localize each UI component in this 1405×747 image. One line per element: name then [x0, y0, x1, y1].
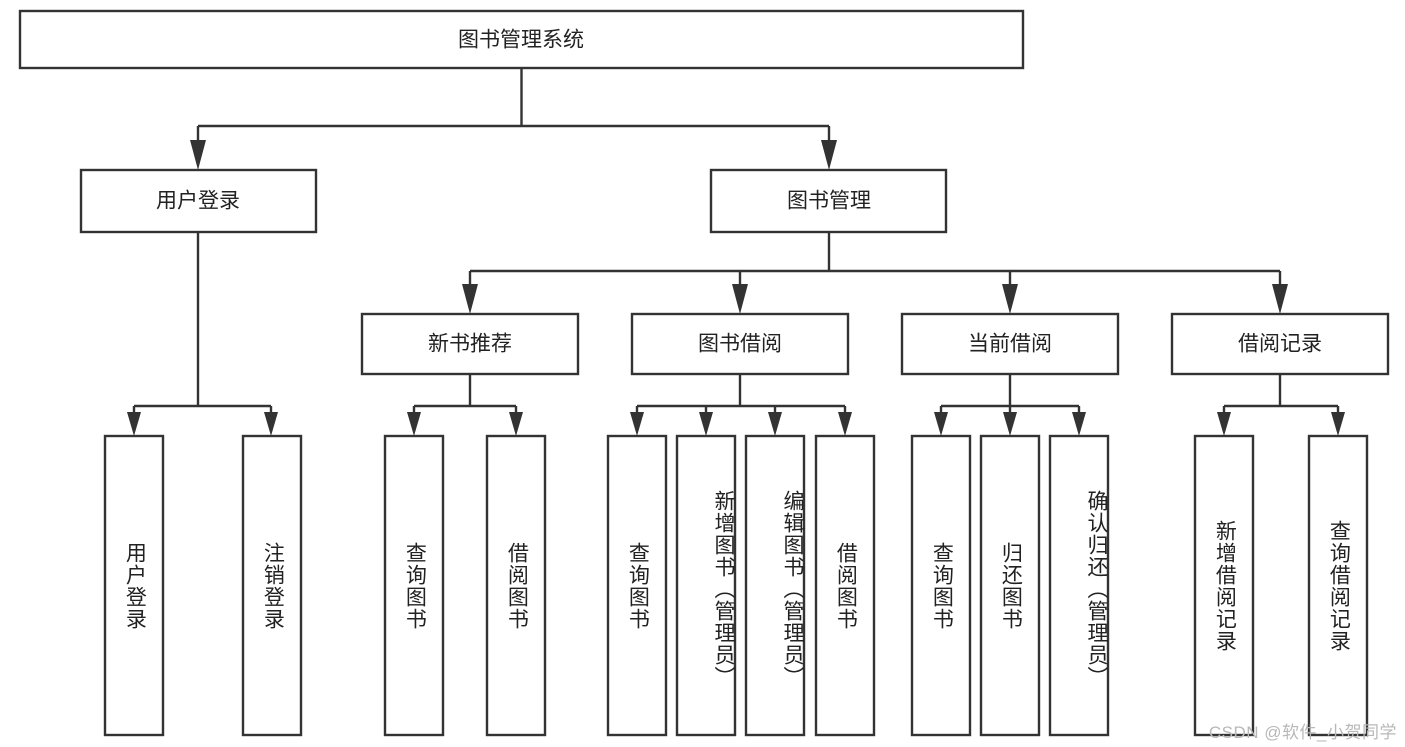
arrow-currentborrow-leaf-1 — [934, 412, 948, 436]
node-book-manage-label: 图书管理 — [787, 190, 871, 213]
node-user-login-box[interactable] — [79, 168, 318, 234]
node-root-box[interactable] — [18, 9, 1025, 70]
leaf-borrow-add-box[interactable] — [675, 434, 737, 737]
arrow-bookborrow-leaf-4 — [838, 412, 852, 436]
label-group: 图书管理系统 用户登录 图书管理 新书推荐 图书借阅 当前借阅 借阅记录 — [156, 29, 1322, 356]
arrow-to-book-manage — [821, 140, 837, 170]
arrow-currentborrow-leaf-2 — [1003, 412, 1017, 436]
leaf-borrow-edit-box[interactable] — [744, 434, 806, 737]
arrow-bookborrow-leaf-2 — [699, 412, 713, 436]
node-user-login-label: 用户登录 — [156, 190, 240, 213]
arrow-bookborrow-leaf-1 — [630, 412, 644, 436]
watermark-text: CSDN @软件_小贺同学 — [1208, 723, 1397, 742]
node-borrow-record-label: 借阅记录 — [1238, 333, 1322, 356]
connector-group — [127, 68, 1345, 436]
node-new-book-label: 新书推荐 — [428, 333, 512, 356]
leaf-borrow-query-box[interactable] — [606, 434, 668, 737]
leaf-logout-box[interactable] — [241, 434, 303, 737]
node-book-borrow-box[interactable] — [630, 312, 850, 376]
node-current-borrow-box[interactable] — [900, 312, 1120, 376]
leaf-user-login-box[interactable] — [103, 434, 165, 737]
arrow-bookborrow-leaf-3 — [768, 412, 782, 436]
leaf-current-query-box[interactable] — [910, 434, 972, 737]
leaf-newbook-borrow-box[interactable] — [485, 434, 547, 737]
arrow-borrowrecord-leaf-1 — [1217, 412, 1231, 436]
leaf-borrow-lend-box[interactable] — [814, 434, 876, 737]
arrow-newbook-leaf-2 — [509, 412, 523, 436]
arrow-to-user-login — [190, 140, 206, 170]
arrow-currentborrow-leaf-3 — [1072, 412, 1086, 436]
arrow-to-current-borrow — [1002, 284, 1018, 314]
node-root-label: 图书管理系统 — [458, 29, 584, 52]
node-new-book-box[interactable] — [360, 312, 580, 376]
arrow-to-book-borrow — [732, 284, 748, 314]
node-current-borrow-label: 当前借阅 — [968, 333, 1052, 356]
arrow-to-new-book — [462, 284, 478, 314]
arrow-to-borrow-record — [1272, 284, 1288, 314]
arrow-newbook-leaf-1 — [407, 412, 421, 436]
leaf-newbook-query-box[interactable] — [383, 434, 445, 737]
arrow-borrowrecord-leaf-2 — [1331, 412, 1345, 436]
leaf-record-query-box[interactable] — [1307, 434, 1369, 737]
node-book-borrow-label: 图书借阅 — [698, 333, 782, 356]
node-borrow-record-box[interactable] — [1170, 312, 1390, 376]
leaf-record-add-box[interactable] — [1193, 434, 1255, 737]
node-group — [18, 9, 1390, 737]
arrow-to-leaf-user-login — [127, 412, 141, 436]
arrow-to-leaf-logout — [264, 412, 278, 436]
node-book-manage-box[interactable] — [709, 168, 948, 234]
leaf-current-confirm-box[interactable] — [1048, 434, 1110, 737]
leaf-current-return-box[interactable] — [979, 434, 1041, 737]
